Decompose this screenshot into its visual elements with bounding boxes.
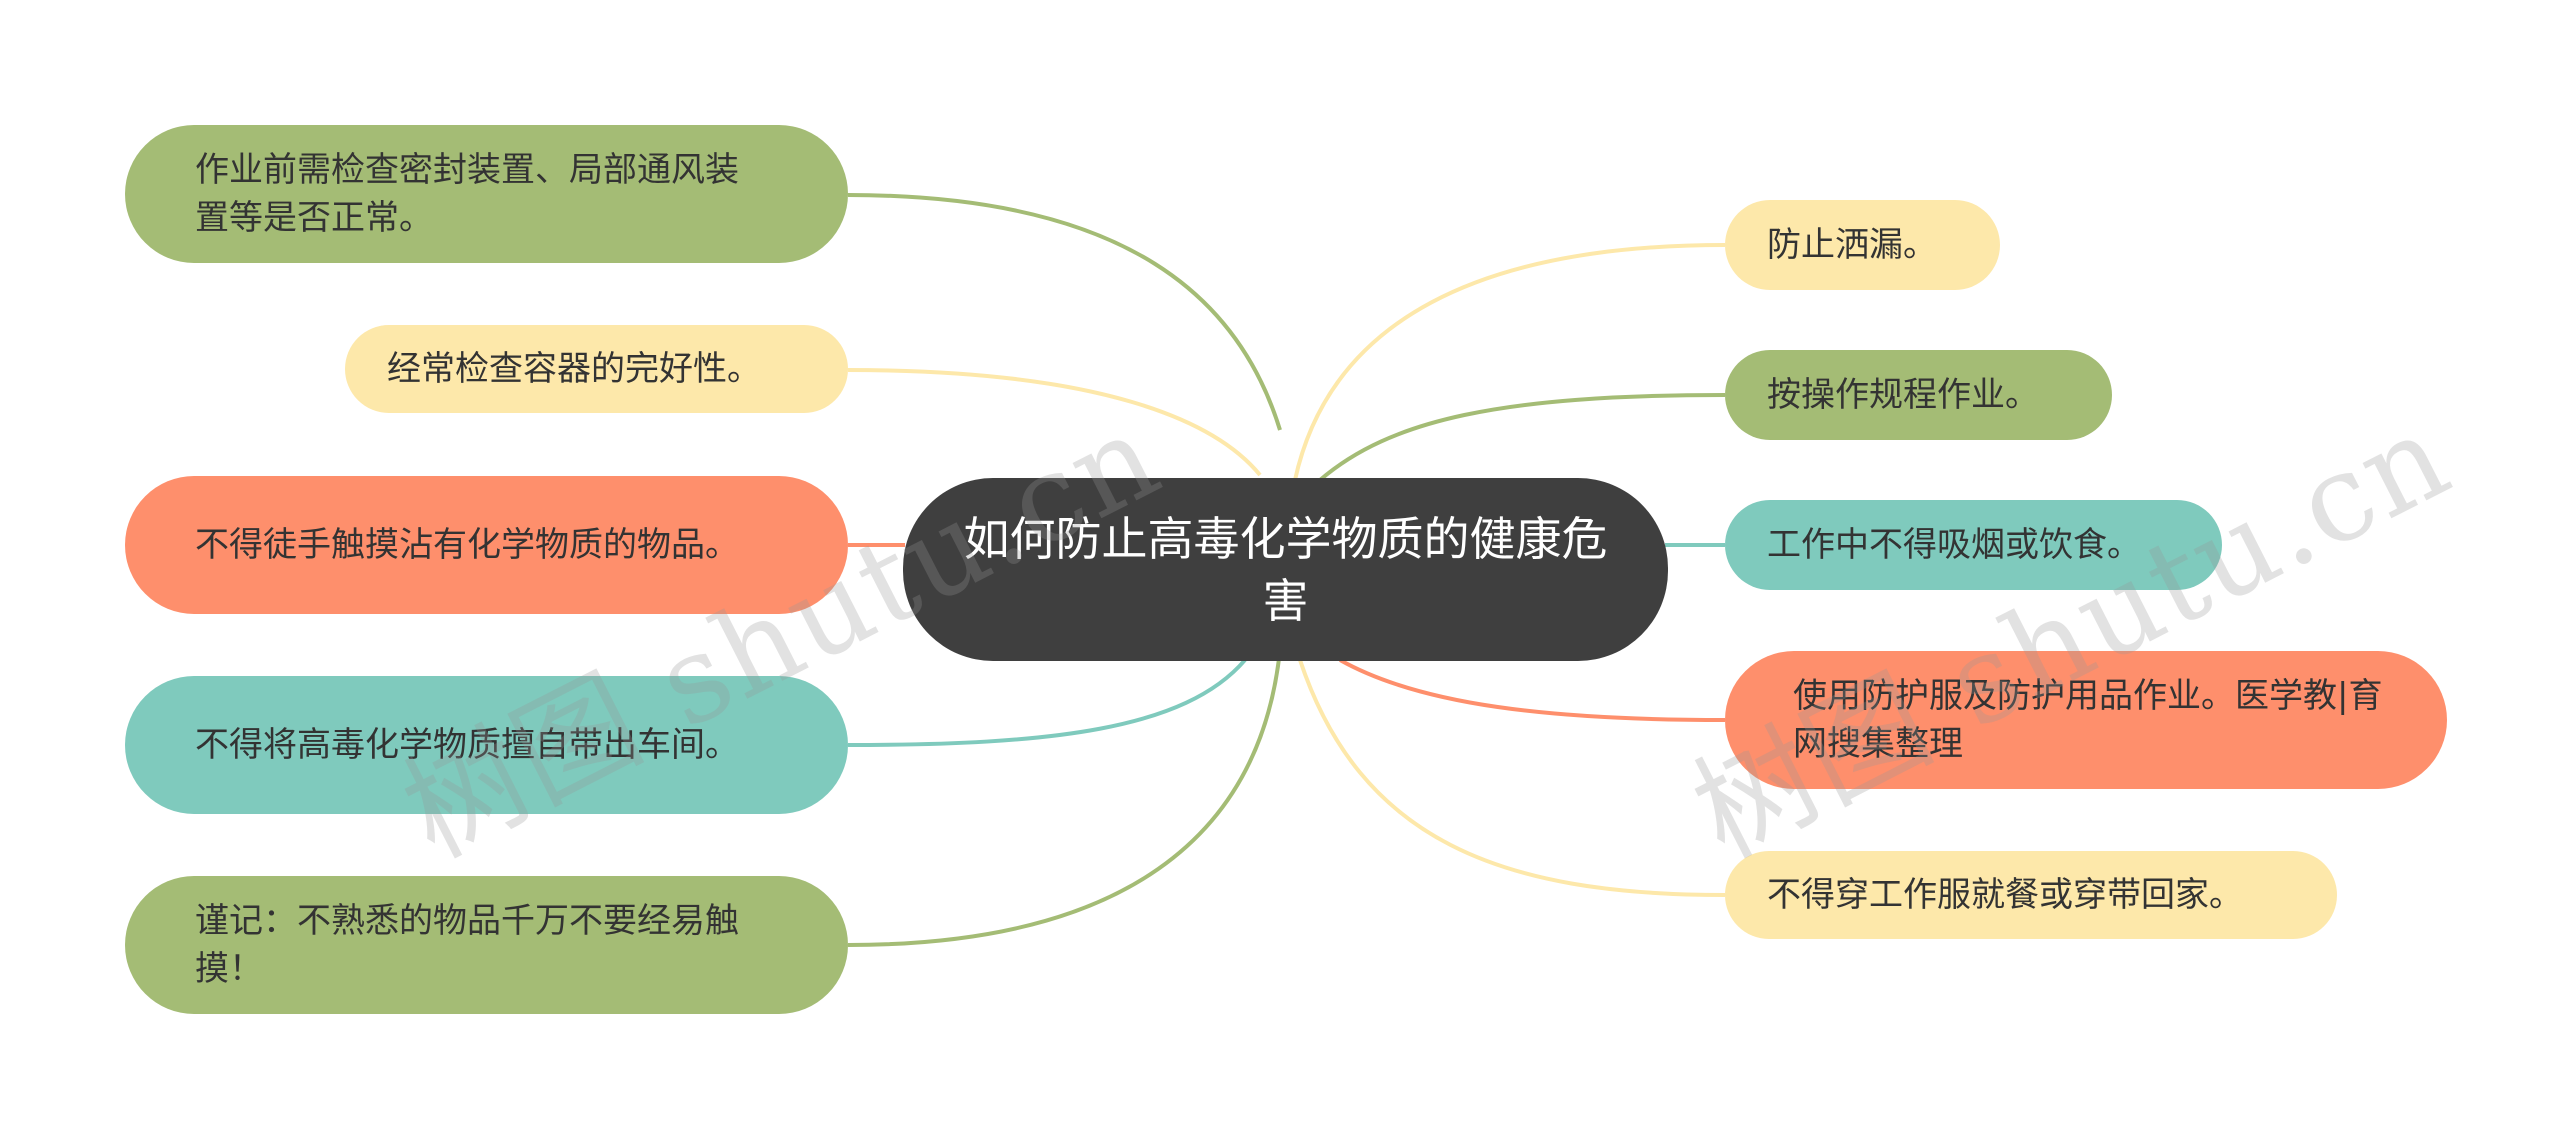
right-node-no-smoking-label: 工作中不得吸烟或饮食。 bbox=[1767, 525, 2141, 565]
right-node-follow-procedure[interactable]: 按操作规程作业。 bbox=[1725, 350, 2112, 440]
left-node-container-check-label: 经常检查容器的完好性。 bbox=[387, 349, 761, 389]
connector-left-2 bbox=[847, 368, 1262, 477]
right-node-prevent-spill-label: 防止洒漏。 bbox=[1767, 225, 1937, 265]
left-node-container-check[interactable]: 经常检查容器的完好性。 bbox=[345, 325, 848, 413]
connector-right-4 bbox=[1339, 658, 1726, 722]
right-node-no-workwear-home[interactable]: 不得穿工作服就餐或穿带回家。 bbox=[1725, 851, 2337, 939]
right-node-prevent-spill[interactable]: 防止洒漏。 bbox=[1725, 200, 2000, 290]
left-node-no-take-out[interactable]: 不得将高毒化学物质擅自带出车间。 bbox=[125, 676, 848, 814]
left-node-no-take-out-label: 不得将高毒化学物质擅自带出车间。 bbox=[195, 725, 739, 765]
connector-left-4 bbox=[847, 658, 1247, 747]
left-node-remember[interactable]: 谨记：不熟悉的物品千万不要经易触摸！ bbox=[125, 876, 848, 1014]
connector-left-5 bbox=[847, 649, 1282, 947]
left-node-seal-check-label: 作业前需检查密封装置、局部通风装置等是否正常。 bbox=[195, 150, 739, 238]
left-node-remember-label: 谨记：不熟悉的物品千万不要经易触摸！ bbox=[195, 901, 739, 989]
left-node-seal-check[interactable]: 作业前需检查密封装置、局部通风装置等是否正常。 bbox=[125, 125, 848, 263]
central-topic[interactable]: 如何防止高毒化学物质的健康危害 bbox=[903, 478, 1668, 661]
left-node-no-touch[interactable]: 不得徒手触摸沾有化学物质的物品。 bbox=[125, 476, 848, 614]
left-node-no-touch-label: 不得徒手触摸沾有化学物质的物品。 bbox=[195, 525, 739, 565]
connector-left-1 bbox=[847, 193, 1282, 431]
connector-right-5 bbox=[1298, 659, 1726, 897]
right-node-no-smoking[interactable]: 工作中不得吸烟或饮食。 bbox=[1725, 500, 2222, 590]
right-node-protective-gear[interactable]: 使用防护服及防护用品作业。医学教|育网搜集整理 bbox=[1725, 651, 2447, 789]
connector-right-1 bbox=[1293, 243, 1726, 481]
central-topic-label: 如何防止高毒化学物质的健康危害 bbox=[963, 511, 1608, 628]
right-node-follow-procedure-label: 按操作规程作业。 bbox=[1767, 375, 2039, 415]
right-node-protective-gear-label: 使用防护服及防护用品作业。医学教|育网搜集整理 bbox=[1793, 676, 2383, 764]
connector-right-2 bbox=[1318, 393, 1726, 482]
right-node-no-workwear-home-label: 不得穿工作服就餐或穿带回家。 bbox=[1767, 875, 2243, 915]
